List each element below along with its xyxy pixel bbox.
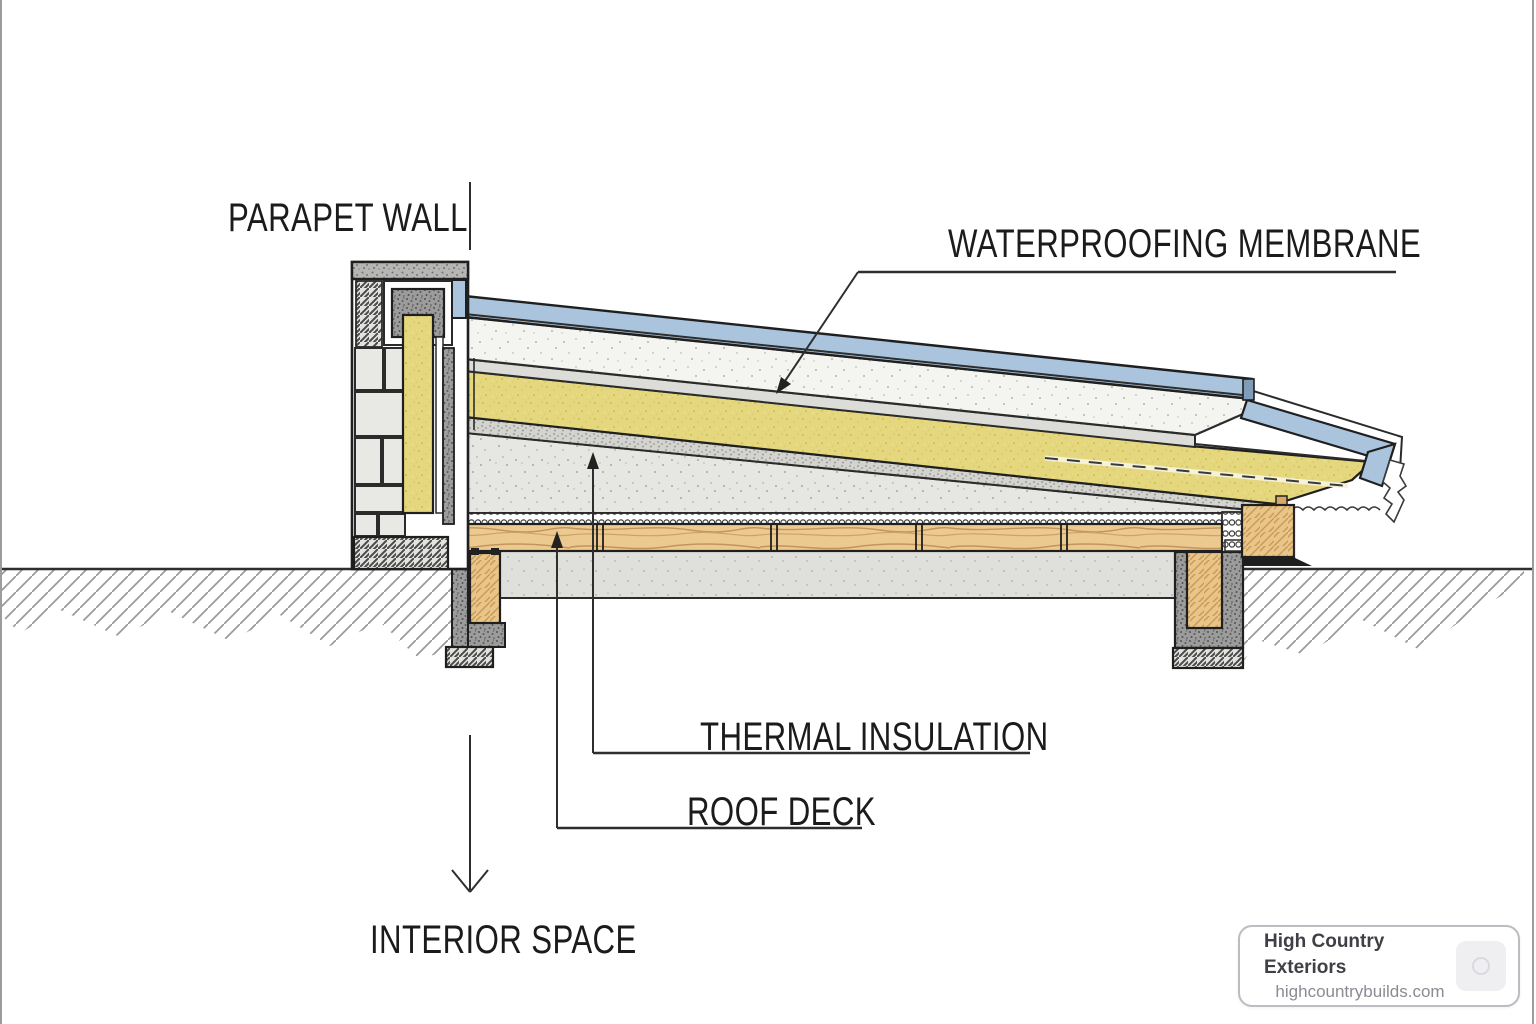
watermark-badge[interactable]: High Country Exteriors highcountrybuilds…: [1238, 925, 1520, 1007]
badge-company-name: High Country Exteriors: [1264, 931, 1385, 978]
label-thermal-insulation: THERMAL INSULATION: [700, 715, 1049, 759]
label-parapet-wall: PARAPET WALL: [228, 196, 468, 240]
badge-website-url: highcountrybuilds.com: [1275, 981, 1445, 1001]
right-support: [1171, 503, 1312, 670]
label-waterproofing-membrane: WATERPROOFING MEMBRANE: [948, 222, 1422, 266]
parapet-wall-structure: [350, 260, 475, 571]
label-interior-space: INTERIOR SPACE: [370, 918, 637, 962]
leader-lines: [451, 182, 1396, 893]
badge-logo: [1456, 941, 1506, 991]
page-left-edge: [0, 0, 2, 1024]
label-roof-deck: ROOF DECK: [687, 790, 876, 834]
logo-circle-icon: [1472, 957, 1490, 975]
ground-left: [0, 567, 452, 660]
badge-text-block: High Country Exteriors highcountrybuilds…: [1264, 929, 1456, 1002]
leader-arrowheads: [551, 377, 791, 548]
roof-deck-planks: [466, 522, 1224, 553]
ground-right: [1243, 567, 1533, 662]
ceiling-band: [499, 550, 1188, 599]
page-right-edge: [1532, 0, 1534, 1024]
